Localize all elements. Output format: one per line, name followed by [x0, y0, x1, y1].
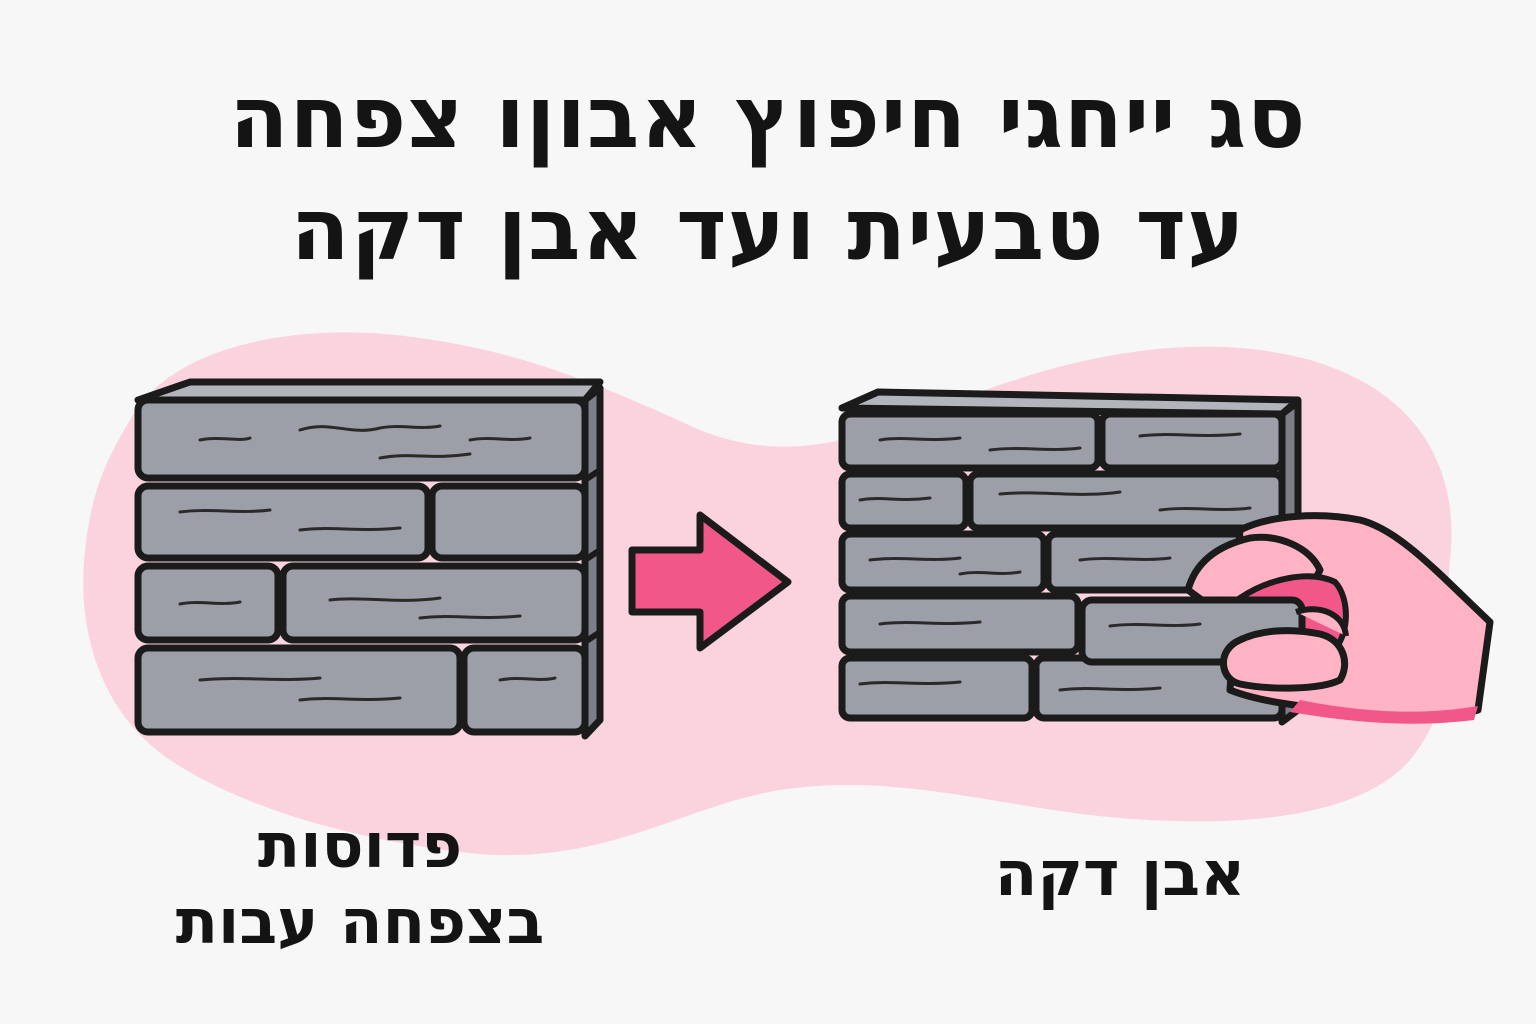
stone-block [134, 482, 432, 562]
caption-line: בצפחה עבות [175, 885, 545, 958]
stone-tile [838, 410, 1102, 472]
stone-tile [1098, 410, 1286, 472]
stone-block [134, 396, 589, 482]
thick-slate-wall [134, 378, 604, 740]
page-title-line-1: סג ייחגי חיפוץ אבוןו צפחה [229, 68, 1307, 168]
stone-block [134, 644, 464, 736]
stone-block [279, 562, 589, 644]
page-title-line-2: עד טבעית ועד אבן דקה [290, 180, 1246, 280]
caption-thick-slate: פדוסות בצפחה עבות [110, 808, 610, 960]
stone-tile [838, 654, 1036, 722]
stone-tile [966, 470, 1286, 532]
right-arrow-icon [628, 511, 792, 652]
stone-block [460, 644, 589, 736]
caption-line: פדוסות [257, 809, 463, 882]
finger [1220, 627, 1349, 692]
stone-tile [838, 470, 970, 532]
stone-block [428, 482, 589, 562]
caption-thin-stone: אבן דקה [994, 837, 1246, 910]
stone-tile [838, 530, 1048, 594]
